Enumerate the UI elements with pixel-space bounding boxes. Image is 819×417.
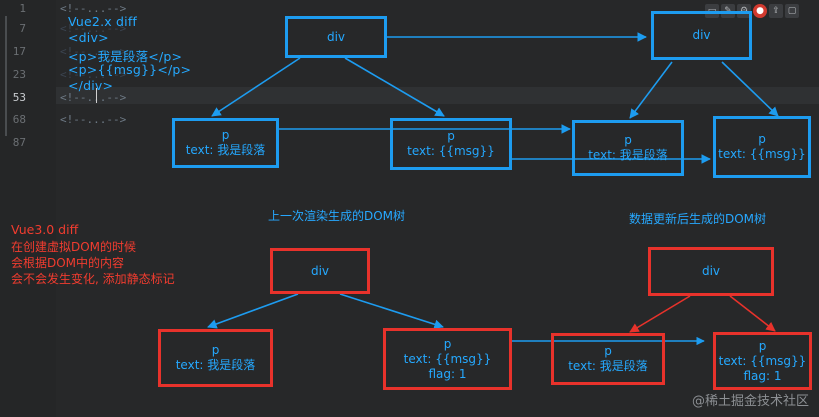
node-text: text: 我是段落 xyxy=(588,148,668,162)
blue-old-p1-node: p text: 我是段落 xyxy=(172,118,279,168)
edge-red-old-root-p2 xyxy=(339,293,444,329)
node-tag: p xyxy=(624,133,632,147)
record-icon[interactable]: ● xyxy=(753,4,767,18)
edge-blue-old-root-p2 xyxy=(344,57,445,117)
current-line-highlight xyxy=(56,87,819,104)
node-flag: flag: 1 xyxy=(743,368,782,383)
node-text: text: {{msg}} xyxy=(718,353,807,368)
node-tag: div xyxy=(310,263,330,278)
red-old-p1-node: p text: 我是段落 xyxy=(158,329,273,387)
folded-comment[interactable]: <!--...--> xyxy=(60,2,127,15)
line-number: 23 xyxy=(12,68,26,81)
blue-new-p1-node: p text: 我是段落 xyxy=(572,120,684,176)
edge-blue-old-root-p1 xyxy=(211,57,301,117)
node-tag: div xyxy=(692,28,711,42)
node-tag: p xyxy=(604,344,612,358)
folded-comment[interactable]: <!--...--> xyxy=(60,22,127,35)
line-number: 1 xyxy=(19,2,26,15)
node-text: text: {{msg}} xyxy=(407,144,495,158)
caption-old-tree: 上一次渲染生成的DOM树 xyxy=(268,209,406,223)
red-new-p2-node: p text: {{msg}} flag: 1 xyxy=(713,332,812,390)
edge-blue-new-root-p2 xyxy=(721,61,779,117)
node-tag: p xyxy=(443,336,452,351)
line-number: 17 xyxy=(12,45,26,58)
folded-comment[interactable]: <!--...--> xyxy=(60,91,127,104)
line-number-active: 53 xyxy=(12,91,26,104)
line-number: 68 xyxy=(12,113,26,126)
text-cursor xyxy=(96,88,97,103)
edge-red-old-root-p1 xyxy=(207,293,299,329)
node-text: text: {{msg}} xyxy=(718,147,806,161)
node-text: text: 我是段落 xyxy=(175,358,256,372)
editor-gutter xyxy=(0,0,56,417)
vue3-note-line: 会不会发生变化, 添加静态标记 xyxy=(11,272,175,286)
vue3-note-line: 在创建虚拟DOM的时候 xyxy=(11,240,137,254)
blue-old-root-node: div xyxy=(285,16,387,58)
blue-new-p2-node: p text: {{msg}} xyxy=(713,116,811,178)
node-text: text: {{msg}} xyxy=(403,351,492,366)
edge-blue-new-root-p1 xyxy=(629,61,673,119)
node-tag: div xyxy=(701,264,721,278)
blue-new-root-node: div xyxy=(651,11,752,60)
edge-red-new-root-p1 xyxy=(629,295,691,333)
node-tag: div xyxy=(326,29,346,44)
node-text: text: 我是段落 xyxy=(185,143,266,157)
folded-comment[interactable]: <!--...--> xyxy=(60,68,127,81)
node-tag: p xyxy=(211,343,220,357)
vue2-code-line: </div> xyxy=(68,78,114,93)
node-tag: p xyxy=(447,129,455,143)
line-number: 7 xyxy=(19,22,26,35)
vue3-note-line: 会根据DOM中的内容 xyxy=(11,256,125,270)
blue-old-p2-node: p text: {{msg}} xyxy=(390,118,512,170)
red-new-root-node: div xyxy=(648,247,774,296)
caption-new-tree: 数据更新后生成的DOM树 xyxy=(629,212,767,226)
vue2-code-line: <p>我是段落</p> xyxy=(68,49,183,64)
edge-red-new-root-p2 xyxy=(729,295,776,332)
gutter-marker-bar xyxy=(5,16,7,136)
red-old-root-node: div xyxy=(270,248,370,294)
node-text: text: 我是段落 xyxy=(568,359,648,373)
node-tag: p xyxy=(221,128,230,142)
line-number: 87 xyxy=(12,136,26,149)
close-icon[interactable]: ▢ xyxy=(785,4,799,18)
node-tag: p xyxy=(758,338,767,353)
vue2-code-line: <div> xyxy=(68,30,109,45)
folded-comment[interactable]: <!--...--> xyxy=(60,45,127,58)
node-flag: flag: 1 xyxy=(428,366,467,381)
vue2-title: Vue2.x diff xyxy=(68,14,138,29)
red-new-p1-node: p text: 我是段落 xyxy=(551,333,665,385)
node-tag: p xyxy=(758,132,766,146)
vue2-code-line: <p>{{msg}}</p> xyxy=(68,62,192,77)
share-icon[interactable]: ⇪ xyxy=(769,4,783,18)
red-old-p2-node: p text: {{msg}} flag: 1 xyxy=(383,328,512,390)
vue3-title: Vue3.0 diff xyxy=(11,222,79,237)
folded-comment[interactable]: <!--...--> xyxy=(60,113,127,126)
watermark: @稀土掘金技术社区 xyxy=(691,394,809,409)
